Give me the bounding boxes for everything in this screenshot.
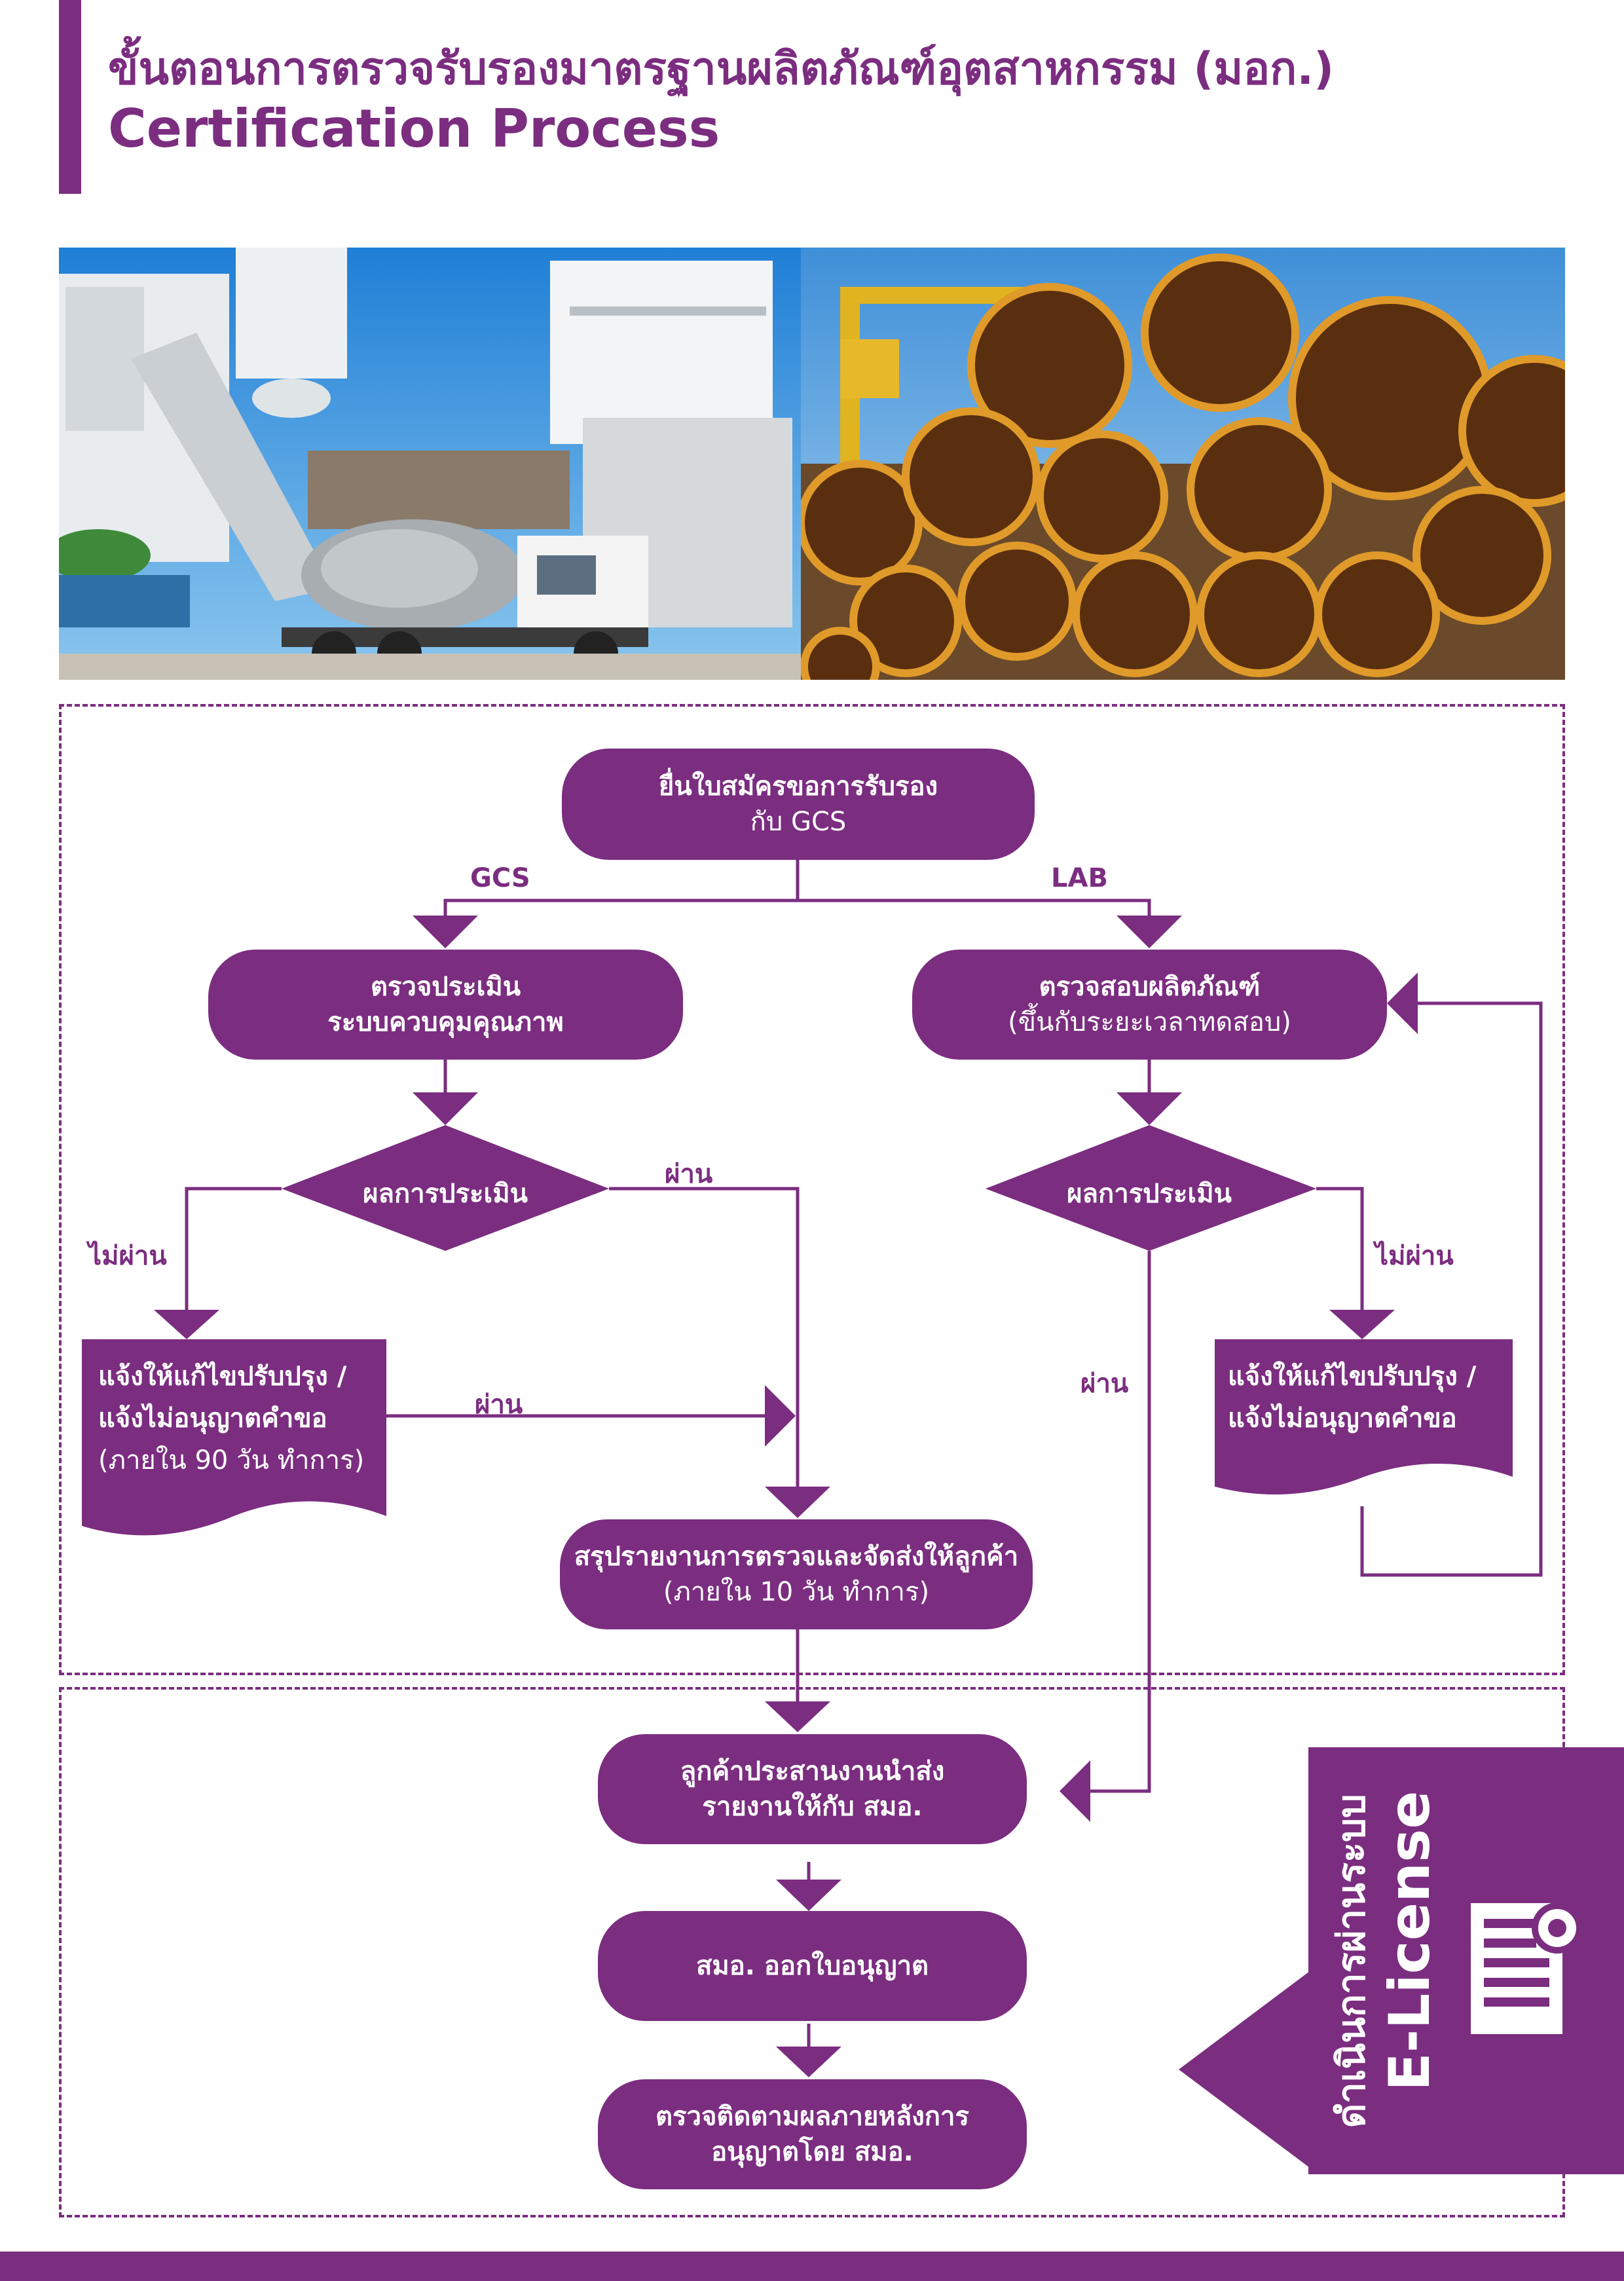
tisi-issue-label: สมอ. ออกใบอนุญาต <box>696 1951 929 1981</box>
tisi-issue-node: สมอ. ออกใบอนุญาต <box>598 1911 1027 2021</box>
title-accent-bar <box>59 0 81 194</box>
result-label-right: ผลการประเมิน <box>1067 1179 1232 1209</box>
notify-right-text: แจ้งให้แก้ไขปรับปรุง / แจ้งไม่อนุญาตคำขอ <box>1228 1356 1509 1439</box>
customer-submit-line1: ลูกค้าประสานงานนำส่ง <box>680 1756 945 1787</box>
fail-label-right: ไม่ผ่าน <box>1375 1241 1454 1271</box>
assess-system-node: ตรวจประเมิน ระบบควบคุมคุณภาพ <box>208 950 683 1060</box>
pass-label-left-mid: ผ่าน <box>475 1390 523 1420</box>
assess-system-line1: ตรวจประเมิน <box>370 972 521 1002</box>
follow-up-node: ตรวจติดตามผลภายหลังการ อนุญาตโดย สมอ. <box>598 2079 1027 2189</box>
apply-line2: กับ GCS <box>750 807 847 837</box>
certificate-document-icon <box>1471 1902 1582 2034</box>
notify-right-line2: แจ้งไม่อนุญาตคำขอ <box>1228 1403 1457 1434</box>
follow-up-line1: ตรวจติดตามผลภายหลังการ <box>655 2102 969 2132</box>
test-product-line2: (ขึ้นกับระยะเวลาทดสอบ) <box>1008 1007 1291 1037</box>
follow-up-line2: อนุญาตโดย สมอ. <box>711 2137 913 2167</box>
page-title-thai: ขั้นตอนการตรวจรับรองมาตรฐานผลิตภัณฑ์อุตส… <box>108 43 1335 95</box>
notify-right-line1: แจ้งให้แก้ไขปรับปรุง / <box>1228 1362 1477 1392</box>
summary-line1: สรุปรายงานการตรวจและจัดส่งให้ลูกค้า <box>574 1542 1019 1572</box>
branch-label-lab: LAB <box>1051 863 1108 893</box>
pass-label-left-top: ผ่าน <box>665 1159 713 1189</box>
elicense-arrow <box>1179 1971 1310 2168</box>
footer-bar <box>0 2252 1624 2281</box>
elicense-thai-label: ดำเนินการผ่านระบบ <box>1329 1794 1374 2128</box>
test-product-line1: ตรวจสอบผลิตภัณฑ์ <box>1039 972 1261 1002</box>
test-product-node: ตรวจสอบผลิตภัณฑ์ (ขึ้นกับระยะเวลาทดสอบ) <box>912 950 1387 1060</box>
steel-pipes-photo <box>801 248 1565 680</box>
notify-left-text: แจ้งให้แก้ไขปรับปรุง / แจ้งไม่อนุญาตคำขอ… <box>98 1356 380 1481</box>
branch-label-gcs: GCS <box>470 863 530 893</box>
fail-label-left: ไม่ผ่าน <box>88 1241 167 1271</box>
notify-left-line3: (ภายใน 90 วัน ทำการ) <box>98 1445 365 1475</box>
summary-line2: (ภายใน 10 วัน ทำการ) <box>663 1577 930 1607</box>
elicense-panel: ดำเนินการผ่านระบบ E-License <box>1308 1747 1624 2174</box>
process-region-upper <box>59 704 1565 1675</box>
customer-submit-node: ลูกค้าประสานงานนำส่ง รายงานให้กับ สมอ. <box>598 1734 1027 1844</box>
notify-left-line2: แจ้งไม่อนุญาตคำขอ <box>98 1403 327 1434</box>
result-diamond-right <box>986 1125 1316 1251</box>
summary-node: สรุปรายงานการตรวจและจัดส่งให้ลูกค้า (ภาย… <box>560 1519 1033 1629</box>
apply-line1: ยื่นใบสมัครขอการรับรอง <box>658 771 938 802</box>
page-title-english: Certification Process <box>108 98 720 159</box>
customer-submit-line2: รายงานให้กับ สมอ. <box>702 1792 923 1822</box>
notify-left-shape <box>82 1339 386 1536</box>
pass-label-right: ผ่าน <box>1080 1369 1129 1399</box>
assess-system-line2: ระบบควบคุมคุณภาพ <box>327 1007 564 1037</box>
result-label-left: ผลการประเมิน <box>363 1179 528 1209</box>
result-diamond-left <box>282 1125 609 1251</box>
elicense-english-label: E-License <box>1377 1790 1443 2091</box>
apply-node: ยื่นใบสมัครขอการรับรอง กับ GCS <box>562 749 1035 860</box>
notify-left-line1: แจ้งให้แก้ไขปรับปรุง / <box>98 1362 347 1392</box>
notify-right-shape <box>1215 1339 1513 1494</box>
cement-mixer-truck-photo <box>59 248 801 680</box>
